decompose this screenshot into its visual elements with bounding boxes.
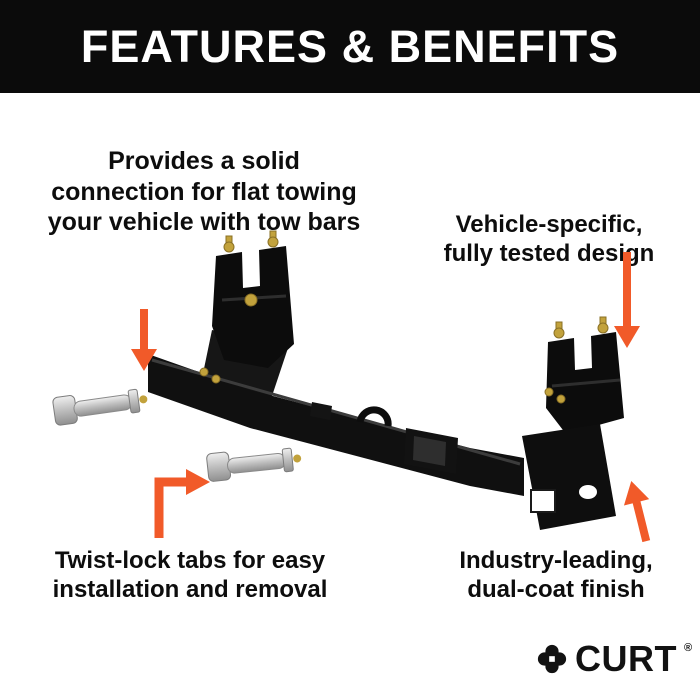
callout-dual-coat: Industry-leading, dual-coat finish <box>459 547 653 604</box>
twist-lock-tab-1 <box>52 388 148 426</box>
arrow-down-icon <box>131 309 157 371</box>
left-bracket <box>212 246 294 368</box>
center-shackle-loop <box>356 406 392 427</box>
callout-solid-connection: Provides a solid connection for flat tow… <box>47 147 361 236</box>
registered-mark: ® <box>683 642 693 654</box>
left-gusset <box>200 330 288 408</box>
curt-gear-icon <box>537 644 567 674</box>
right-end-plate <box>522 424 616 530</box>
twist-lock-tab-2 <box>206 447 302 482</box>
page-title: FEATURES & BENEFITS <box>80 20 620 72</box>
brand-name: CURT <box>575 638 677 679</box>
arrow-down-icon <box>614 252 640 348</box>
callout-twist-lock: Twist-lock tabs for easy installation an… <box>52 547 328 604</box>
arrow-elbow-right-icon <box>154 469 210 538</box>
center-tab <box>310 402 332 420</box>
callout-vehicle-specific: Vehicle-specific, fully tested design <box>443 211 655 268</box>
arrow-up-icon <box>623 480 651 543</box>
receiver-tube <box>404 428 458 474</box>
header-banner: FEATURES & BENEFITS <box>0 0 700 93</box>
brand-logo: CURT ® <box>536 638 692 680</box>
